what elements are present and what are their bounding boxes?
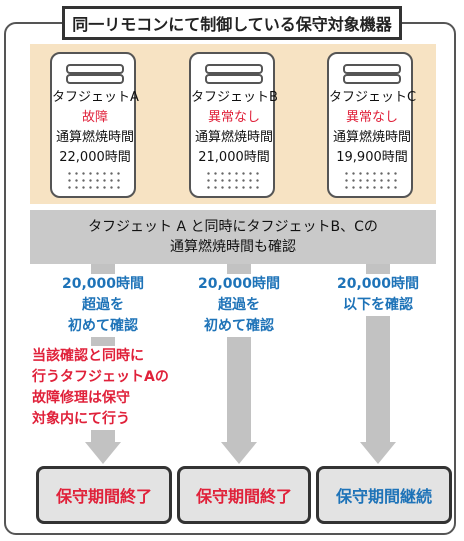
device-name: タフジェットB bbox=[191, 90, 278, 105]
device-status: 異常なし bbox=[207, 110, 260, 125]
device-name: タフジェットA bbox=[52, 90, 139, 105]
device-hours-label: 通算燃焼時間 bbox=[194, 130, 273, 145]
device-a: タフジェットA 故障 通算燃焼時間 22,000時間 bbox=[50, 52, 139, 198]
check-text-a: 20,000時間 超過を 初めて確認 bbox=[48, 274, 158, 337]
vent-icon bbox=[205, 74, 263, 84]
vent-icon bbox=[205, 64, 263, 74]
result-label: 保守期間終了 bbox=[55, 487, 152, 506]
banner-line-1: タフジェット A と同時にタフジェットB、Cの bbox=[88, 219, 378, 235]
arrow-down-icon bbox=[360, 442, 396, 464]
check-banner: タフジェット A と同時にタフジェットB、Cの 通算燃焼時間も確認 bbox=[30, 210, 436, 264]
grille-icon bbox=[66, 170, 122, 190]
result-label: 保守期間継続 bbox=[335, 487, 432, 506]
result-box-a: 保守期間終了 bbox=[36, 466, 172, 524]
device-hours: 19,900時間 bbox=[336, 150, 408, 165]
device-c: タフジェットC 異常なし 通算燃焼時間 19,900時間 bbox=[327, 52, 417, 198]
grille-icon bbox=[343, 170, 399, 190]
device-hours: 21,000時間 bbox=[198, 150, 270, 165]
arrow-down-icon bbox=[221, 442, 257, 464]
repair-note: 当該確認と同時に 行うタフジェットAの 故障修理は保守 対象内にて行う bbox=[32, 346, 182, 430]
vent-icon bbox=[66, 64, 124, 74]
arrow-down-icon bbox=[85, 442, 121, 464]
vent-icon bbox=[66, 74, 124, 84]
check-text-b: 20,000時間 超過を 初めて確認 bbox=[184, 274, 294, 337]
device-hours-label: 通算燃焼時間 bbox=[55, 130, 134, 145]
result-box-b: 保守期間終了 bbox=[177, 466, 311, 524]
result-box-c: 保守期間継続 bbox=[316, 466, 452, 524]
device-status: 故障 bbox=[81, 110, 108, 125]
device-hours-label: 通算燃焼時間 bbox=[332, 130, 411, 145]
result-label: 保守期間終了 bbox=[195, 487, 292, 506]
grille-icon bbox=[205, 170, 261, 190]
diagram-title: 同一リモコンにて制御している保守対象機器 bbox=[62, 6, 402, 40]
banner-line-2: 通算燃焼時間も確認 bbox=[170, 239, 296, 255]
vent-icon bbox=[343, 74, 401, 84]
device-b: タフジェットB 異常なし 通算燃焼時間 21,000時間 bbox=[189, 52, 278, 198]
device-name: タフジェットC bbox=[329, 90, 417, 105]
vent-icon bbox=[343, 64, 401, 74]
device-status: 異常なし bbox=[345, 110, 398, 125]
check-text-c: 20,000時間 以下を確認 bbox=[323, 274, 433, 316]
device-hours: 22,000時間 bbox=[59, 150, 131, 165]
